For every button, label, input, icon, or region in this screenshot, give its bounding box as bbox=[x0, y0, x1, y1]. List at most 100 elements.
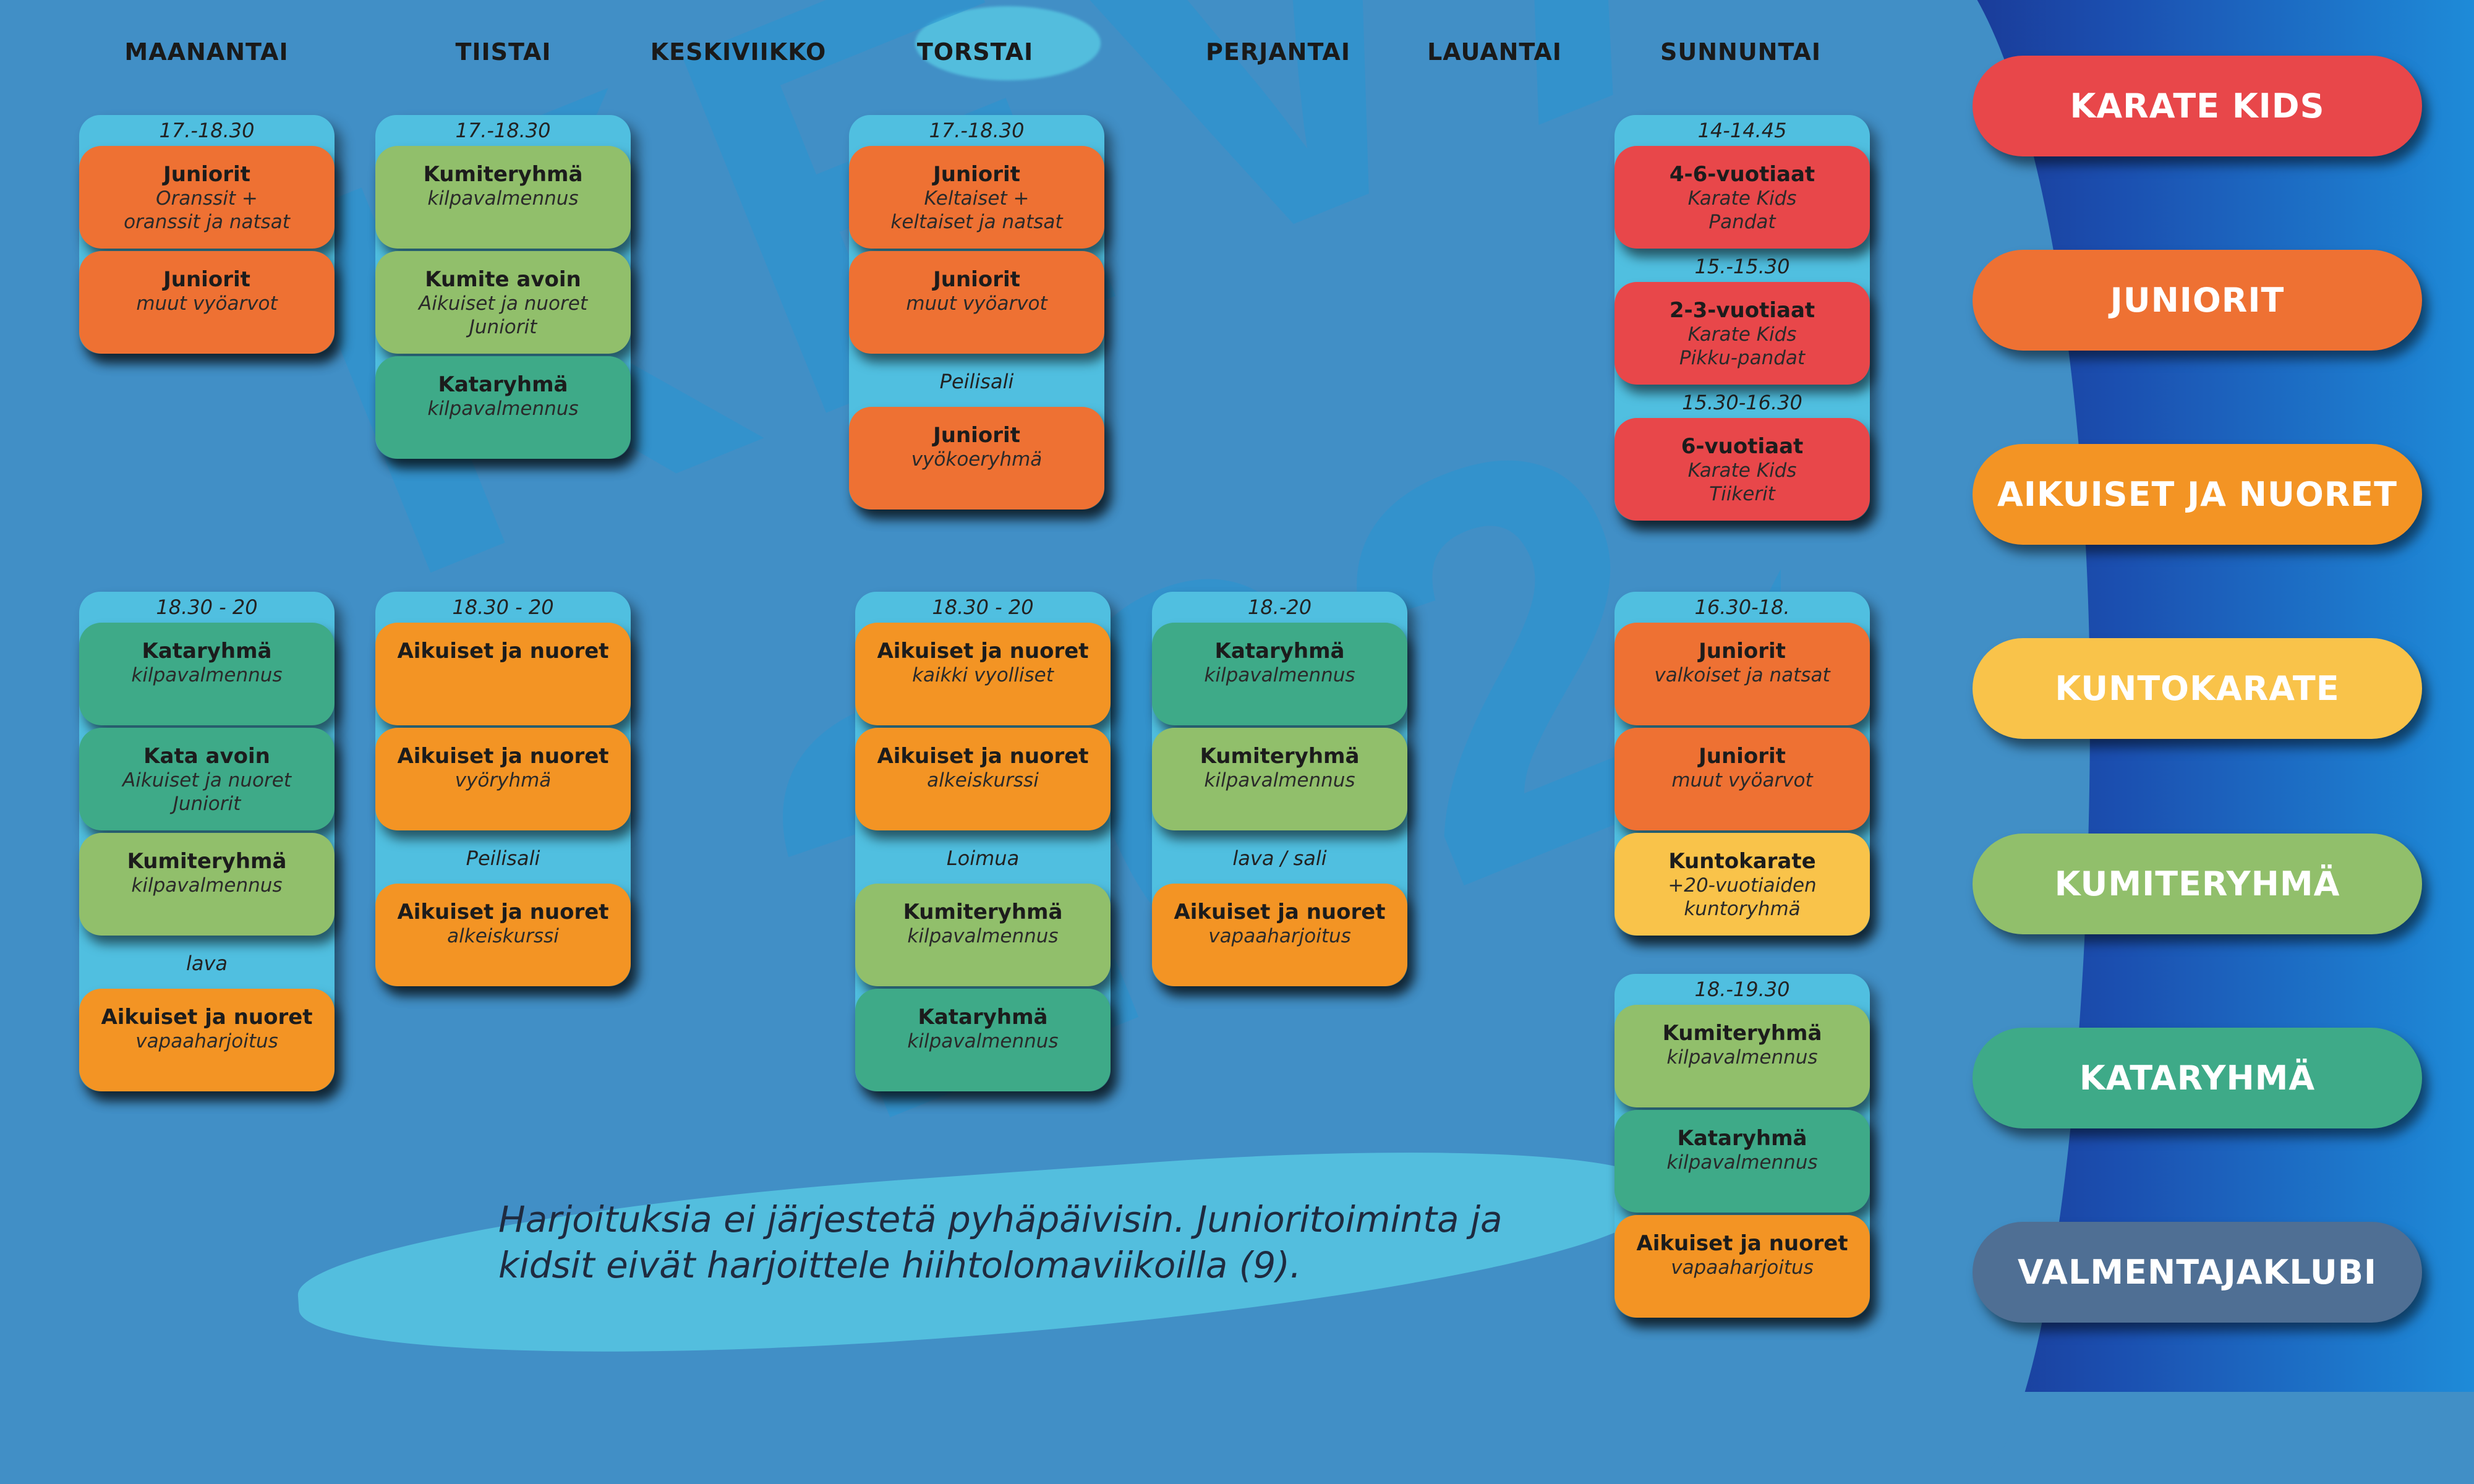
legend-kumite[interactable]: KUMITERYHMÄ bbox=[1973, 834, 2422, 934]
day-header-perjantai: PERJANTAI bbox=[1206, 38, 1350, 66]
class-subtitle: muut vyöarvot bbox=[906, 292, 1047, 315]
class-subtitle: valkoiset ja natsat bbox=[1654, 664, 1830, 686]
time-label: 17.-18.30 bbox=[455, 119, 551, 142]
class-subtitle: kilpavalmennus bbox=[1204, 769, 1355, 791]
class-title: Aikuiset ja nuoret bbox=[101, 1005, 313, 1030]
class-title: Aikuiset ja nuoret bbox=[877, 639, 1089, 663]
class-subtitle: keltaiset ja natsat bbox=[890, 211, 1063, 233]
class-subtitle: muut vyöarvot bbox=[1671, 769, 1813, 791]
class-subtitle: Karate Kids bbox=[1687, 323, 1797, 346]
class-title: Kumiteryhmä bbox=[1200, 744, 1360, 769]
time-label: 18.-19.30 bbox=[1694, 978, 1790, 1001]
paint-splash bbox=[915, 6, 1101, 80]
class-subtitle: Aikuiset ja nuoret bbox=[122, 769, 291, 791]
class-subtitle: kilpavalmennus bbox=[131, 874, 283, 897]
class-title: Kuntokarate bbox=[1668, 849, 1816, 874]
class-subtitle: kilpavalmennus bbox=[1666, 1151, 1818, 1174]
class-subtitle: alkeiskurssi bbox=[927, 769, 1039, 791]
day-header-tiistai: TIISTAI bbox=[455, 38, 552, 66]
legend-valmentaja[interactable]: VALMENTAJAKLUBI bbox=[1973, 1222, 2422, 1323]
class-subtitle: kilpavalmennus bbox=[427, 187, 579, 210]
legend-kids[interactable]: KARATE KIDS bbox=[1973, 56, 2422, 156]
time-label: 16.30-18. bbox=[1694, 595, 1790, 619]
class-title: Kumiteryhmä bbox=[127, 849, 287, 874]
class-subtitle: kaikki vyolliset bbox=[912, 664, 1054, 686]
class-title: Kataryhmä bbox=[1677, 1126, 1807, 1151]
class-title: Kata avoin bbox=[143, 744, 270, 769]
legend-juniorit[interactable]: JUNIORIT bbox=[1973, 250, 2422, 351]
class-title: Aikuiset ja nuoret bbox=[397, 744, 609, 769]
legend-kata[interactable]: KATARYHMÄ bbox=[1973, 1028, 2422, 1128]
class-subtitle: Juniorit bbox=[173, 793, 241, 815]
day-header-torstai: TORSTAI bbox=[916, 38, 1034, 66]
class-card[interactable]: Aikuiset ja nuoret bbox=[375, 623, 631, 725]
class-subtitle: vyökoeryhmä bbox=[911, 448, 1043, 471]
location-label: Peilisali bbox=[939, 370, 1014, 393]
class-subtitle: vapaaharjoitus bbox=[1208, 925, 1351, 947]
class-subtitle: Keltaiset + bbox=[924, 187, 1030, 210]
legend-kunto[interactable]: KUNTOKARATE bbox=[1973, 638, 2422, 739]
class-subtitle: kilpavalmennus bbox=[427, 398, 579, 420]
class-title: Kataryhmä bbox=[142, 639, 272, 663]
class-subtitle: Tiikerit bbox=[1709, 483, 1775, 505]
class-subtitle: kilpavalmennus bbox=[907, 925, 1059, 947]
class-title: Kataryhmä bbox=[438, 372, 568, 397]
class-title: Juniorit bbox=[933, 162, 1020, 187]
location-label: lava bbox=[186, 952, 228, 975]
legend-aikuiset[interactable]: AIKUISET JA NUORET bbox=[1973, 444, 2422, 545]
class-subtitle: kilpavalmennus bbox=[907, 1030, 1059, 1052]
footer-note: Harjoituksia ei järjestetä pyhäpäivisin.… bbox=[498, 1196, 1503, 1288]
class-subtitle: alkeiskurssi bbox=[447, 925, 559, 947]
time-label: 15.-15.30 bbox=[1694, 255, 1790, 278]
class-title: Aikuiset ja nuoret bbox=[1636, 1231, 1848, 1256]
day-header-sunnuntai: SUNNUNTAI bbox=[1660, 38, 1822, 66]
class-title: Aikuiset ja nuoret bbox=[877, 744, 1089, 769]
class-subtitle: Karate Kids bbox=[1687, 459, 1797, 482]
class-subtitle: Juniorit bbox=[469, 316, 537, 338]
class-title: Juniorit bbox=[1699, 639, 1786, 663]
class-subtitle: kilpavalmennus bbox=[1666, 1046, 1818, 1068]
class-subtitle: muut vyöarvot bbox=[136, 292, 278, 315]
class-subtitle: Aikuiset ja nuoret bbox=[419, 292, 587, 315]
time-label: 18.30 - 20 bbox=[932, 595, 1034, 619]
class-subtitle: kilpavalmennus bbox=[131, 664, 283, 686]
class-subtitle: oranssit ja natsat bbox=[124, 211, 290, 233]
class-title: Aikuiset ja nuoret bbox=[397, 639, 609, 663]
